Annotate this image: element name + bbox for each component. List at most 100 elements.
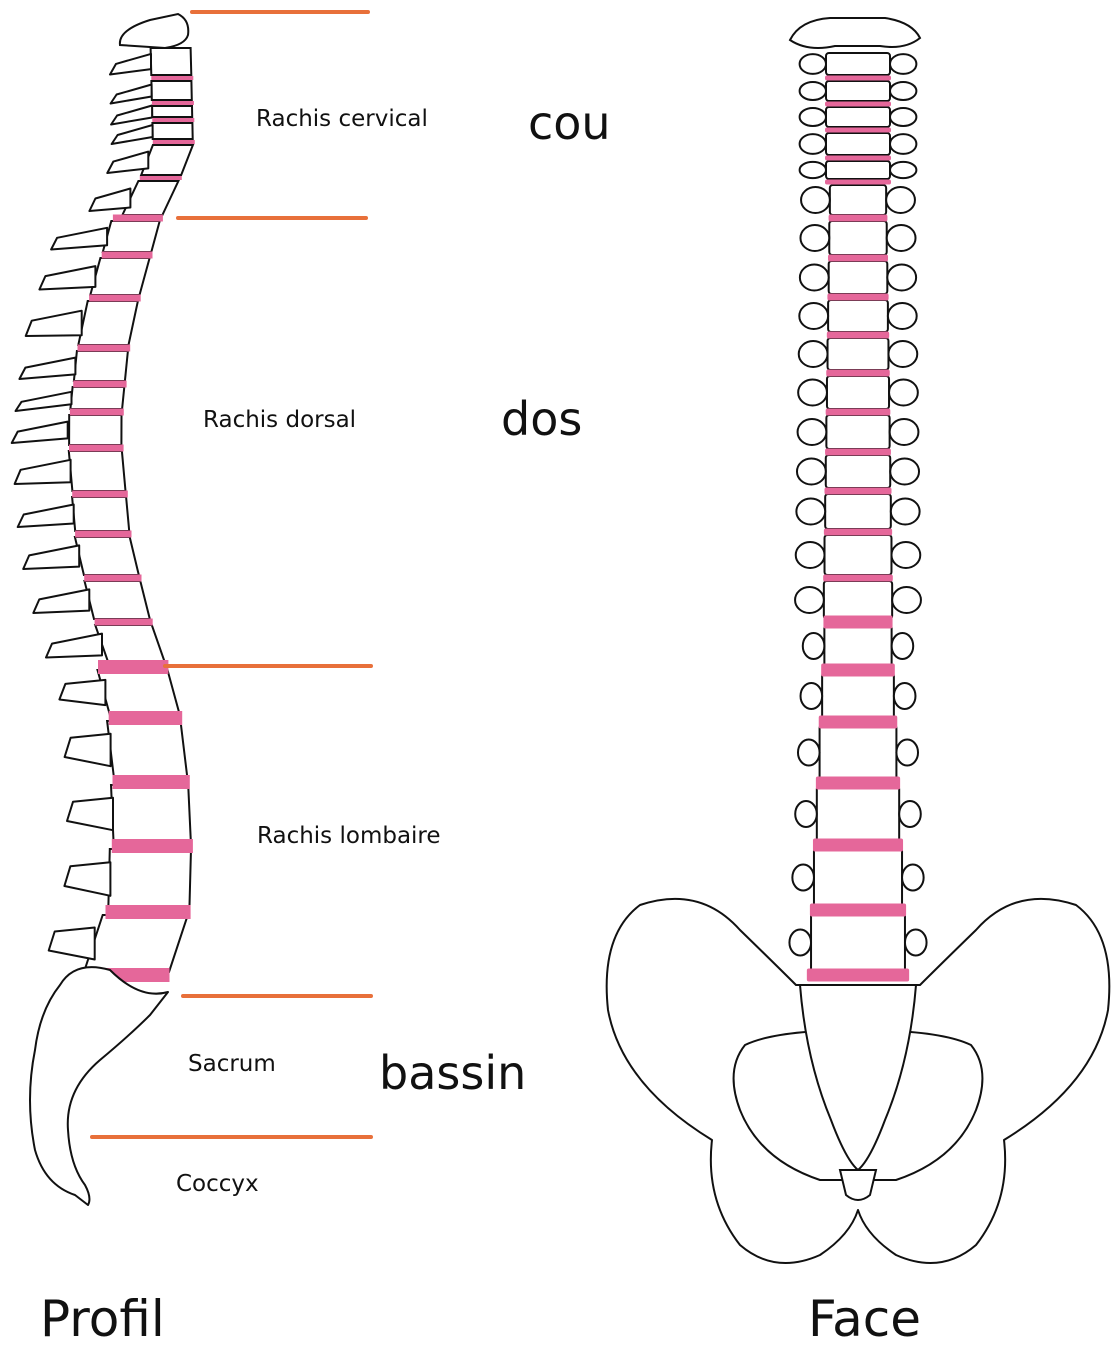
atlas-vertebra-front	[790, 18, 920, 48]
vertebra-body-front	[826, 415, 889, 449]
transverse-process-front	[800, 225, 829, 251]
intervertebral-disc-front	[825, 449, 891, 456]
transverse-process-front	[800, 54, 826, 74]
intervertebral-disc-side	[75, 531, 131, 538]
vertebra-body-side	[107, 721, 187, 779]
intervertebral-disc-front	[813, 839, 903, 852]
sacrum-coccyx-side	[30, 967, 168, 1205]
transverse-process-front	[796, 542, 825, 568]
spinous-process-side	[19, 358, 75, 379]
intervertebral-disc-side	[72, 491, 128, 498]
vertebra-body-side	[152, 106, 192, 117]
intervertebral-disc-side	[84, 575, 141, 582]
vertebra-body-side	[151, 48, 192, 75]
intervertebral-disc-front	[824, 529, 892, 536]
intervertebral-disc-side	[140, 176, 182, 180]
vertebra-body-side	[95, 625, 165, 664]
spinous-process-side	[33, 589, 89, 613]
vertebra-body-front	[825, 535, 892, 575]
spinous-process-side	[26, 311, 82, 336]
intervertebral-disc-side	[106, 905, 191, 919]
spinous-process-side	[15, 460, 71, 484]
transverse-process-front	[896, 740, 918, 766]
atlas-vertebra-side	[120, 14, 188, 48]
intervertebral-disc-side	[152, 118, 194, 122]
vertebra-body-side	[72, 497, 129, 531]
intervertebral-disc-side	[113, 215, 163, 222]
intervertebral-disc-side	[109, 711, 183, 725]
transverse-process-front	[892, 633, 914, 659]
label-rachis-lombaire: Rachis lombaire	[257, 823, 441, 849]
spinous-process-side	[111, 85, 152, 104]
transverse-process-front	[800, 134, 826, 154]
intervertebral-disc-front	[810, 904, 906, 917]
spinous-process-side	[49, 928, 95, 960]
transverse-process-front	[795, 801, 817, 827]
spinous-process-side	[107, 152, 148, 173]
vertebra-body-front	[830, 185, 886, 215]
vertebra-body-side	[111, 785, 191, 843]
vertebra-body-side	[70, 387, 124, 409]
transverse-process-front	[801, 187, 830, 213]
intervertebral-disc-front	[825, 180, 891, 185]
vertebra-body-front	[825, 494, 891, 529]
transverse-process-front	[798, 380, 827, 406]
vertebra-body-front	[828, 338, 889, 370]
transverse-process-front	[890, 162, 916, 178]
vertebra-body-front	[826, 455, 890, 488]
vertebra-body-side	[108, 849, 191, 909]
transverse-process-front	[789, 930, 811, 956]
intervertebral-disc-side	[69, 445, 124, 452]
label-sacrum: Sacrum	[188, 1051, 276, 1077]
vertebra-body-side	[103, 221, 160, 252]
spinous-process-side	[89, 189, 130, 212]
transverse-process-front	[890, 54, 916, 74]
vertebra-body-side	[98, 670, 180, 715]
vertebra-body-side	[90, 258, 149, 295]
zone-label-dos: dos	[501, 392, 582, 446]
spinous-process-side	[110, 54, 151, 75]
zone-label-bassin: bassin	[379, 1046, 526, 1100]
transverse-process-front	[798, 419, 827, 445]
vertebra-body-front	[829, 261, 888, 294]
spinous-process-side	[39, 266, 95, 289]
intervertebral-disc-front	[824, 488, 891, 495]
vertebra-body-side	[74, 351, 128, 381]
intervertebral-disc-side	[102, 252, 153, 259]
vertebra-body-front	[820, 725, 897, 780]
intervertebral-disc-front	[823, 616, 892, 629]
transverse-process-front	[890, 82, 916, 100]
intervertebral-disc-side	[152, 101, 194, 105]
transverse-process-front	[894, 683, 916, 709]
label-rachis-cervical: Rachis cervical	[256, 106, 428, 132]
vertebra-body-front	[824, 625, 891, 667]
transverse-process-front	[795, 587, 824, 613]
intervertebral-disc-front	[807, 969, 909, 982]
intervertebral-disc-side	[78, 345, 131, 352]
transverse-process-front	[886, 187, 915, 213]
front-spine-illustration	[607, 18, 1110, 1263]
spinous-process-side	[46, 634, 102, 658]
intervertebral-disc-side	[95, 619, 153, 626]
vertebra-body-front	[814, 848, 902, 907]
vertebra-body-front	[829, 221, 886, 255]
intervertebral-disc-front	[829, 215, 888, 222]
vertebra-body-front	[822, 673, 894, 719]
label-rachis-dorsal: Rachis dorsal	[203, 407, 356, 433]
transverse-process-front	[890, 134, 916, 154]
spinous-process-side	[51, 228, 107, 250]
view-title-face: Face	[808, 1290, 921, 1348]
transverse-process-front	[888, 341, 917, 367]
intervertebral-disc-side	[112, 839, 193, 853]
zone-label-cou: cou	[528, 96, 611, 150]
intervertebral-disc-front	[828, 255, 888, 262]
transverse-process-front	[798, 740, 820, 766]
spinous-process-side	[12, 422, 68, 443]
transverse-process-front	[800, 162, 826, 178]
vertebra-body-front	[811, 913, 905, 972]
transverse-process-front	[797, 459, 826, 485]
transverse-process-front	[800, 265, 829, 291]
transverse-process-front	[800, 108, 826, 126]
transverse-process-front	[902, 865, 924, 891]
vertebra-body-side	[75, 537, 139, 575]
